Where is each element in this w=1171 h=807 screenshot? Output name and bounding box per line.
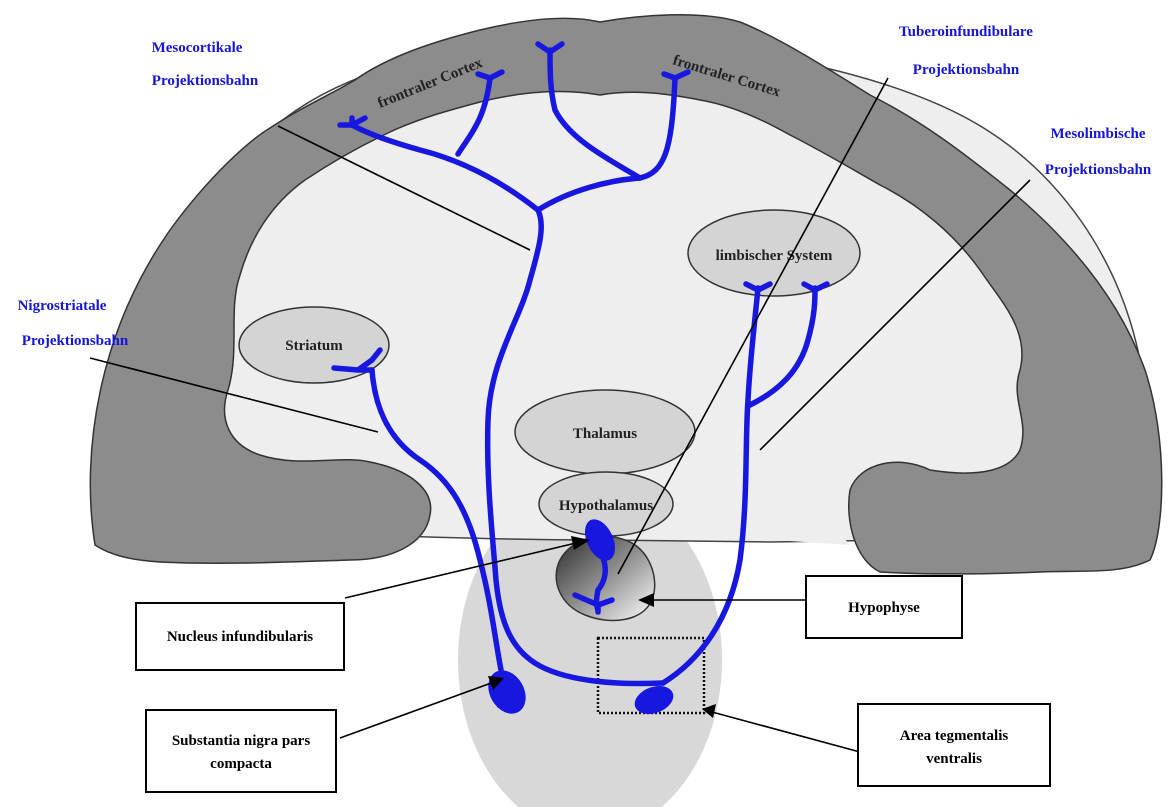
tuberoinfundibular-label-line2: Projektionsbahn: [913, 62, 1020, 78]
area-tegmentalis-label-line1: Area tegmentalis: [900, 728, 1009, 744]
mesolimbic-label-line2: Projektionsbahn: [1045, 162, 1152, 178]
substantia-nigra-label-line2: compacta: [210, 756, 272, 772]
thalamus-label: Thalamus: [573, 426, 637, 442]
substantia-nigra-box: [146, 710, 336, 792]
limbic-system-label: limbischer System: [716, 248, 833, 264]
nigrostriatal-label-line2: Projektionsbahn: [22, 333, 129, 349]
area-tegmentalis-box: [858, 704, 1050, 786]
hypothalamus-label: Hypothalamus: [559, 498, 653, 514]
arrow-area-tegmentalis: [712, 712, 860, 752]
substantia-nigra-label-line1: Substantia nigra pars: [172, 733, 311, 749]
hypophyse-label: Hypophyse: [848, 600, 920, 616]
mesocortical-label-line2: Projektionsbahn: [152, 73, 259, 89]
mesolimbic-label-line1: Mesolimbische: [1051, 126, 1146, 142]
nucleus-infundibularis-label: Nucleus infundibularis: [167, 629, 313, 645]
tuberoinfundibular-label-line1: Tuberoinfundibulare: [899, 24, 1033, 40]
mesocortical-label-line1: Mesocortikale: [152, 40, 243, 56]
area-tegmentalis-label-line2: ventralis: [926, 751, 982, 767]
striatum-label: Striatum: [285, 338, 343, 354]
nigrostriatal-label-line1: Nigrostriatale: [18, 298, 107, 314]
